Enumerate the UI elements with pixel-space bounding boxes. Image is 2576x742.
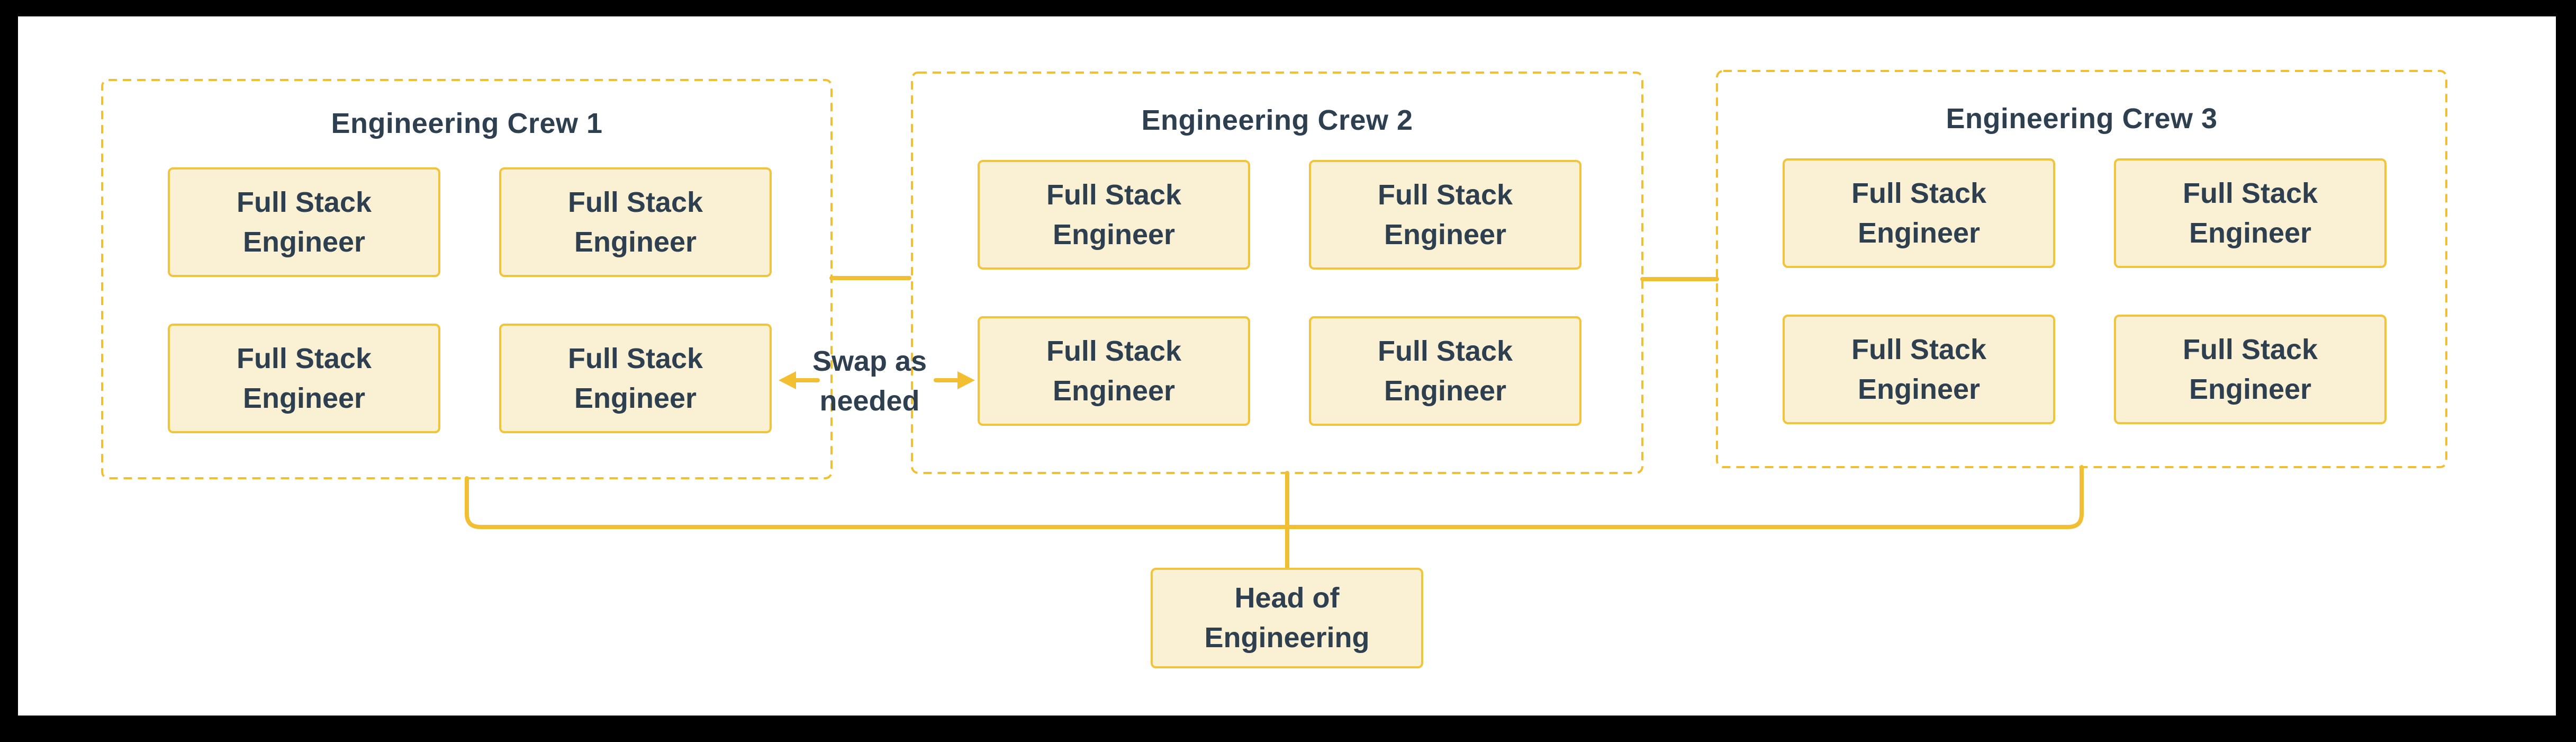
member-label: Full Stack Engineer: [1851, 177, 1987, 249]
crew-3-member-box: Full Stack Engineer: [1783, 315, 2055, 424]
crew-1-title: Engineering Crew 1: [331, 108, 603, 139]
crew-2-member-box: Full Stack Engineer: [978, 160, 1250, 270]
member-label: Full Stack Engineer: [1377, 335, 1513, 407]
crew-3-title: Engineering Crew 3: [1946, 103, 2218, 135]
crew-2-title: Engineering Crew 2: [1141, 104, 1413, 136]
crew-2-member-box: Full Stack Engineer: [978, 316, 1250, 426]
member-label: Full Stack Engineer: [236, 342, 372, 414]
member-label: Full Stack Engineer: [1851, 333, 1987, 405]
member-label: Full Stack Engineer: [567, 342, 703, 414]
member-label: Full Stack Engineer: [2182, 333, 2318, 405]
member-label: Full Stack Engineer: [567, 186, 703, 258]
swap-right-arrow-head-icon: [957, 371, 975, 389]
member-label: Full Stack Engineer: [236, 186, 372, 258]
head-of-engineering-label: Head of Engineering: [1204, 582, 1370, 654]
crew-1-member-box: Full Stack Engineer: [168, 167, 440, 277]
crew-1-member-box: Full Stack Engineer: [499, 167, 772, 277]
head-of-engineering-box: Head of Engineering: [1151, 568, 1423, 668]
crew-2-member-box: Full Stack Engineer: [1309, 316, 1581, 426]
crew-2-member-box: Full Stack Engineer: [1309, 160, 1581, 270]
crew-3-member-box: Full Stack Engineer: [1783, 158, 2055, 268]
crew-3-member-box: Full Stack Engineer: [2114, 315, 2387, 424]
swap-left-arrow-head-icon: [779, 371, 796, 389]
swap-as-needed-note: Swap as needed: [812, 345, 927, 417]
member-label: Full Stack Engineer: [1046, 178, 1182, 251]
member-label: Full Stack Engineer: [1377, 178, 1513, 251]
member-label: Full Stack Engineer: [2182, 177, 2318, 249]
crew-2-dashed-boundary: [911, 71, 1643, 474]
member-label: Full Stack Engineer: [1046, 335, 1182, 407]
crew-1-member-box: Full Stack Engineer: [168, 324, 440, 433]
reporting-bus-line: [465, 465, 2084, 529]
crew-3-member-box: Full Stack Engineer: [2114, 158, 2387, 268]
crew-1-member-box: Full Stack Engineer: [499, 324, 772, 433]
